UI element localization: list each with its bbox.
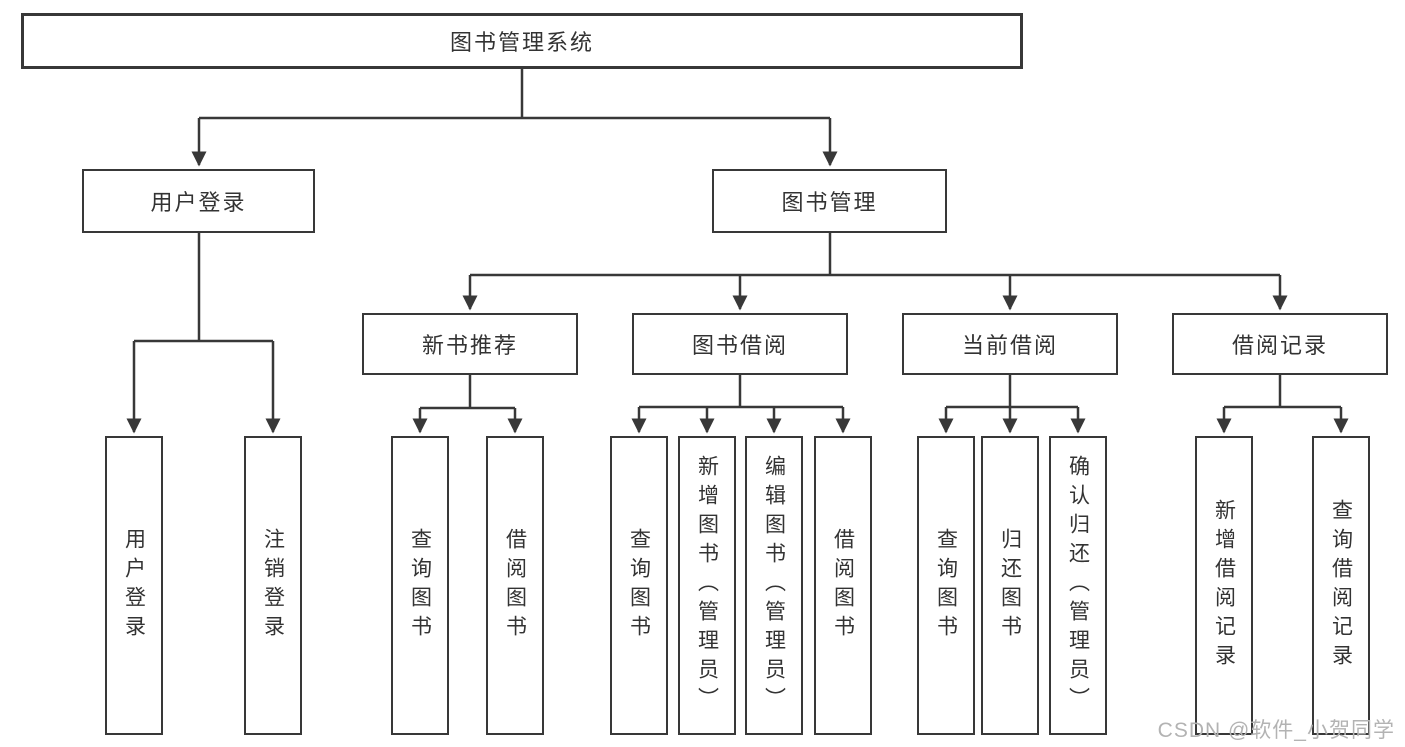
node-borrow-records: 借阅记录 — [1172, 313, 1388, 375]
leaf-borrow-borrow-book: 借阅图书 — [814, 436, 872, 735]
leaf-recommend-query-book-label: 查询图书 — [408, 527, 432, 644]
leaf-recommend-borrow-book: 借阅图书 — [486, 436, 544, 735]
node-new-book-recommend-label: 新书推荐 — [421, 333, 518, 358]
leaf-add-book-admin-label: 新增图书（管理员） — [695, 455, 719, 716]
node-book-borrow: 图书借阅 — [632, 313, 848, 375]
node-current-borrow: 当前借阅 — [902, 313, 1118, 375]
node-book-management-label: 图书管理 — [781, 190, 878, 215]
leaf-confirm-return-admin: 确认归还（管理员） — [1049, 436, 1107, 735]
leaf-borrow-borrow-book-label: 借阅图书 — [831, 527, 855, 644]
leaf-borrow-query-book: 查询图书 — [610, 436, 668, 735]
leaf-user-login: 用户登录 — [105, 436, 163, 735]
leaf-return-book-label: 归还图书 — [998, 527, 1022, 644]
node-user-login: 用户登录 — [82, 169, 315, 233]
leaf-logout: 注销登录 — [244, 436, 302, 735]
node-book-borrow-label: 图书借阅 — [691, 333, 788, 358]
leaf-current-query-book-label: 查询图书 — [934, 527, 958, 644]
leaf-edit-book-admin-label: 编辑图书（管理员） — [762, 455, 786, 716]
leaf-confirm-return-admin-label: 确认归还（管理员） — [1066, 455, 1090, 716]
leaf-current-query-book: 查询图书 — [917, 436, 975, 735]
leaf-logout-label: 注销登录 — [261, 527, 285, 644]
leaf-recommend-borrow-book-label: 借阅图书 — [503, 527, 527, 644]
node-current-borrow-label: 当前借阅 — [961, 333, 1058, 358]
leaf-borrow-query-book-label: 查询图书 — [627, 527, 651, 644]
leaf-return-book: 归还图书 — [981, 436, 1039, 735]
leaf-add-borrow-record-label: 新增借阅记录 — [1212, 498, 1236, 673]
leaf-query-borrow-record-label: 查询借阅记录 — [1329, 498, 1353, 673]
node-new-book-recommend: 新书推荐 — [362, 313, 578, 375]
leaf-add-book-admin: 新增图书（管理员） — [678, 436, 736, 735]
leaf-user-login-label: 用户登录 — [122, 527, 146, 644]
node-root-label: 图书管理系统 — [449, 30, 594, 55]
leaf-query-borrow-record: 查询借阅记录 — [1312, 436, 1370, 735]
node-user-login-label: 用户登录 — [150, 190, 247, 215]
leaf-edit-book-admin: 编辑图书（管理员） — [745, 436, 803, 735]
node-borrow-records-label: 借阅记录 — [1231, 333, 1328, 358]
leaf-recommend-query-book: 查询图书 — [391, 436, 449, 735]
leaf-add-borrow-record: 新增借阅记录 — [1195, 436, 1253, 735]
csdn-watermark: CSDN @软件_小贺同学 — [1157, 719, 1395, 742]
node-root-system: 图书管理系统 — [21, 13, 1023, 69]
node-book-management: 图书管理 — [712, 169, 947, 233]
